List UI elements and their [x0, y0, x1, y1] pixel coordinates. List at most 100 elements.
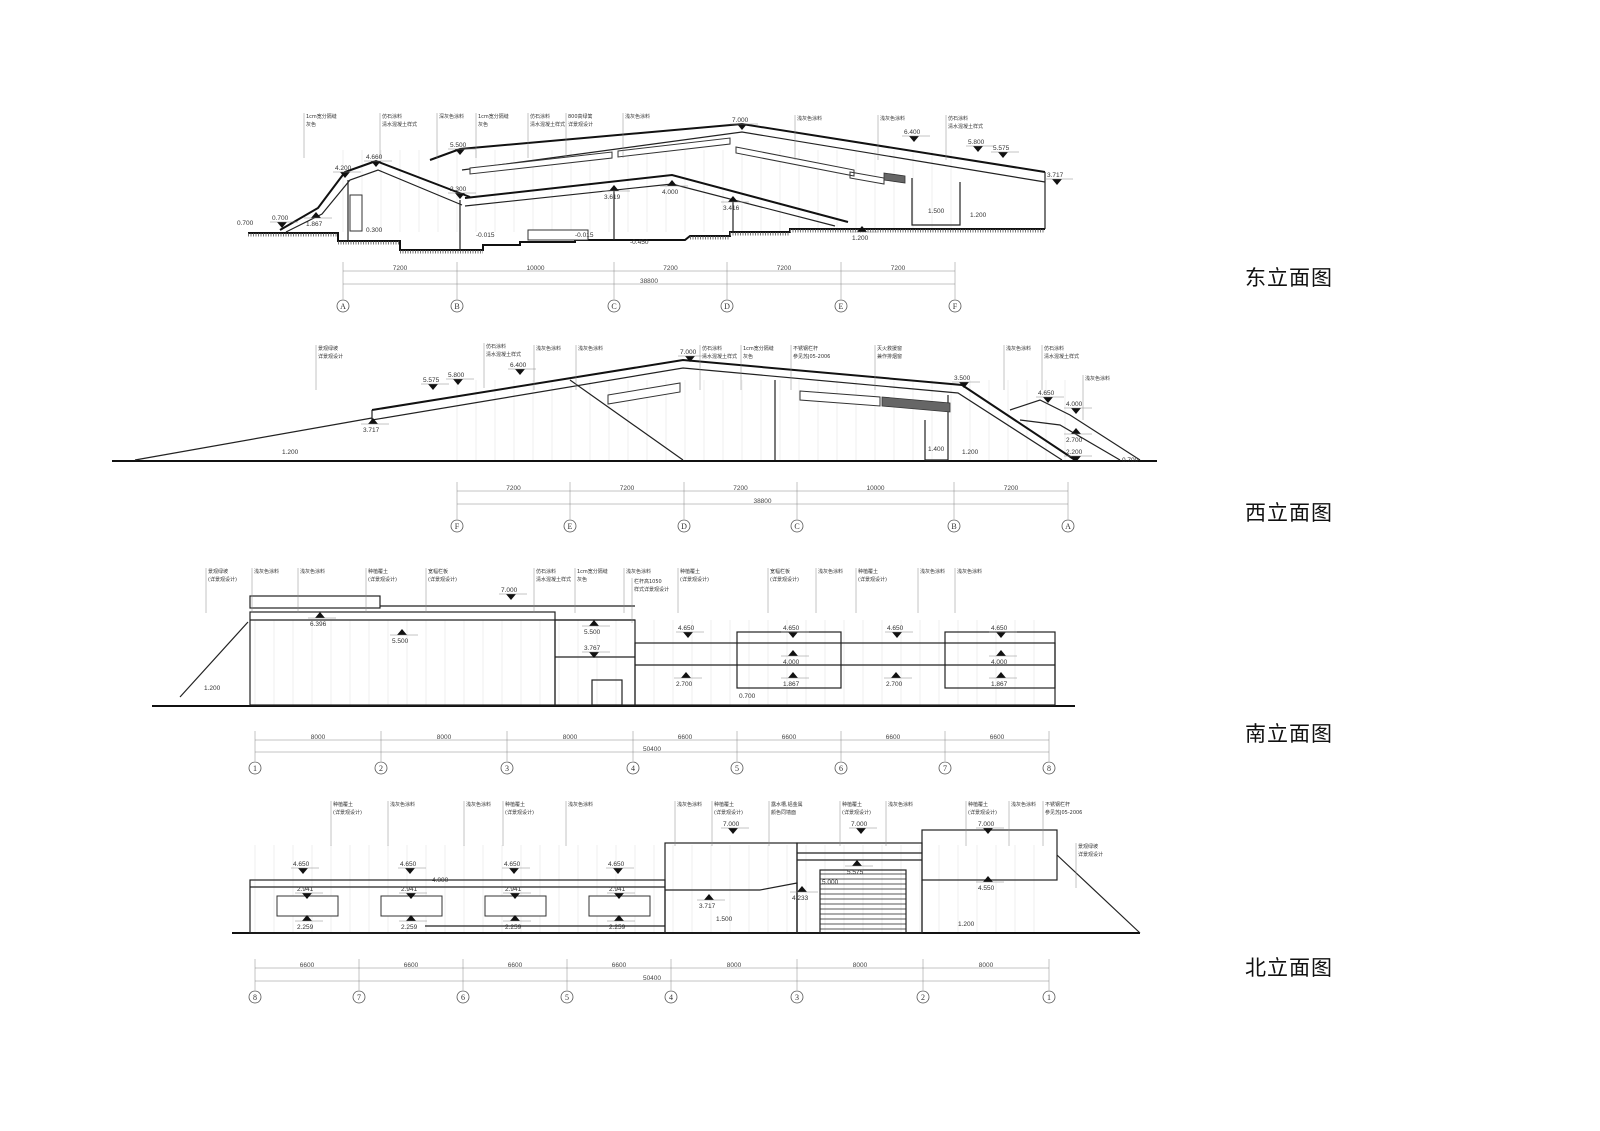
axis-label: 1 — [1047, 993, 1051, 1002]
axis-label: D — [724, 302, 730, 311]
level-marker-up-icon — [891, 672, 901, 678]
axis-label: 2 — [379, 764, 383, 773]
west-windows — [607, 382, 951, 413]
level-marker-down-icon — [1043, 397, 1053, 403]
axis-label: 2 — [921, 993, 925, 1002]
level-label: 4.660 — [366, 154, 383, 161]
north-garage-band — [797, 852, 922, 861]
axis-label: A — [1065, 522, 1071, 531]
level-marker-down-icon — [510, 893, 520, 899]
dimension-label: 8000 — [563, 734, 578, 741]
level-marker-down-icon — [455, 149, 465, 155]
level-label: 4.550 — [978, 885, 995, 892]
level-marker-down-icon — [892, 632, 902, 638]
material-note: 仿石涂料清水混凝土样式 — [486, 343, 521, 358]
axis-label: 8 — [1047, 764, 1051, 773]
material-note: 仿石涂料清水混凝土样式 — [1044, 345, 1079, 360]
north-low-parapet — [250, 886, 665, 927]
level-marker-down-icon — [856, 828, 866, 834]
level-marker-down-icon — [405, 868, 415, 874]
axis-bubble — [248, 990, 262, 1004]
material-note: 浅灰色涂料 — [818, 568, 843, 575]
east-ramp-roof — [464, 173, 849, 223]
axis-bubble — [560, 990, 574, 1004]
level-label: 2.941 — [297, 886, 314, 893]
level-label: 1.400 — [928, 446, 945, 453]
level-label: 5.575 — [423, 377, 440, 384]
level-label: 4.000 — [1066, 401, 1083, 408]
material-note: 种植覆土(详景观设计) — [858, 568, 887, 583]
north-block-right — [921, 829, 1058, 881]
material-note: 种植覆土(详景观设计) — [333, 801, 362, 816]
axis-bubble — [938, 761, 952, 775]
level-marker-down-icon — [509, 868, 519, 874]
axis-label: C — [611, 302, 616, 311]
axis-label: F — [953, 302, 958, 311]
axis-bubble — [730, 761, 744, 775]
axis-bubble — [450, 519, 464, 533]
level-label: 4.650 — [887, 625, 904, 632]
axis-bubble — [948, 299, 962, 313]
level-marker-down-icon — [589, 652, 599, 658]
material-note: 浅灰色涂料 — [888, 801, 913, 808]
level-label: 5.500 — [450, 142, 467, 149]
dimension-label: 7200 — [393, 265, 408, 272]
west-main-roof-inner — [371, 367, 1063, 461]
level-label: 1.200 — [962, 449, 979, 456]
material-note: 浅灰色涂料 — [578, 345, 603, 352]
level-marker-down-icon — [406, 893, 416, 899]
material-note: 不锈钢栏杆参见苏J05-2006 — [793, 345, 830, 360]
material-note: 浅灰色涂料 — [880, 115, 905, 122]
material-note: 浅灰色涂料 — [957, 568, 982, 575]
axis-bubble — [834, 761, 848, 775]
dimension-label: 7200 — [663, 265, 678, 272]
level-marker-up-icon — [996, 650, 1006, 656]
level-label: 1.200 — [958, 921, 975, 928]
axis-label: 4 — [631, 764, 635, 773]
level-marker-down-icon — [614, 893, 624, 899]
level-marker-down-icon — [973, 146, 983, 152]
level-marker-down-icon — [1071, 456, 1081, 462]
level-marker-up-icon — [852, 860, 862, 866]
level-marker-down-icon — [453, 379, 463, 385]
level-marker-up-icon — [614, 915, 624, 921]
dimension-label: 6600 — [612, 962, 627, 969]
material-note: 浅灰色涂料 — [920, 568, 945, 575]
west-elevation — [112, 358, 1157, 462]
axis-bubble — [450, 299, 464, 313]
level-label: 1.500 — [928, 208, 945, 215]
east-grid — [342, 150, 952, 232]
dimension-label: 6600 — [508, 962, 523, 969]
axis-label: E — [568, 522, 573, 531]
level-label: 7.000 — [851, 821, 868, 828]
level-label: 1.200 — [282, 449, 299, 456]
axis-label: E — [839, 302, 844, 311]
axis-label: B — [951, 522, 956, 531]
east-main-roof — [429, 122, 1046, 173]
level-label: 4.650 — [400, 861, 417, 868]
total-dimension-label: 50400 — [643, 746, 661, 753]
material-note: 1cm宽分隔缝灰色 — [478, 113, 509, 128]
level-marker-down-icon — [983, 828, 993, 834]
axis-bubble — [336, 299, 350, 313]
material-note: 浅灰色涂料 — [568, 801, 593, 808]
material-note: 浅灰色涂料 — [1006, 345, 1031, 352]
dimension-label: 6600 — [300, 962, 315, 969]
axis-bubble — [248, 761, 262, 775]
level-marker-up-icon — [368, 418, 378, 424]
level-label: 5.800 — [968, 139, 985, 146]
north-mid-band — [665, 882, 798, 933]
north-grid — [254, 845, 1035, 932]
material-note: 浅灰色涂料 — [626, 568, 651, 575]
material-note: 浅灰色涂料 — [1085, 375, 1110, 382]
axis-bubble — [916, 990, 930, 1004]
level-label: 1.867 — [783, 681, 800, 688]
dimension-label: 8000 — [727, 962, 742, 969]
axis-bubble — [1042, 990, 1056, 1004]
level-marker-down-icon — [340, 172, 350, 178]
west-main-roof — [371, 358, 1076, 461]
dimension-label: 8000 — [853, 962, 868, 969]
